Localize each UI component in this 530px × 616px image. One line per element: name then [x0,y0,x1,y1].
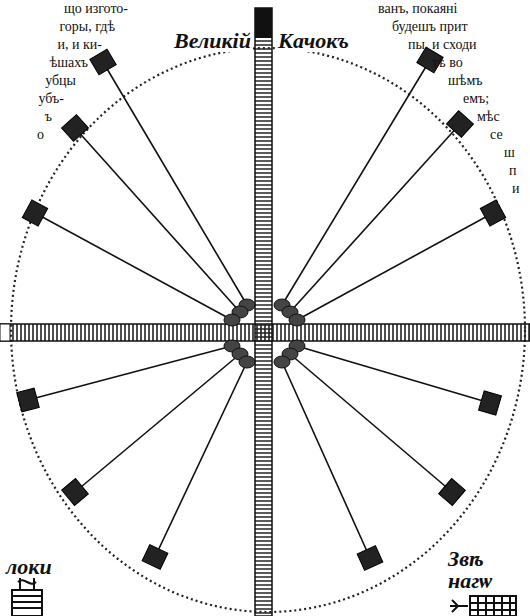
swing-seat [142,545,168,570]
text-fragment: тѣ во [432,56,463,70]
spoke-rope [290,124,460,312]
text-fragment: се [490,128,503,142]
spoke-rope [297,346,490,403]
caption-word: Звѣ нагѡ [446,548,520,592]
text-fragment: о [37,128,44,142]
hub-knot [239,356,255,368]
swing-seat [479,391,502,415]
vertical-beam [255,8,272,616]
hub-knot [274,356,290,368]
text-fragment: ванъ, покаяні [378,2,458,16]
hub-knot [289,314,305,326]
spoke-rope [75,128,240,312]
swing-seat [357,546,383,571]
text-fragment: будешъ прит [392,20,468,34]
swing-seat [17,388,40,412]
title-word: Качокъ [276,30,351,52]
small-figure-right [450,596,516,616]
spoke-rope [35,213,232,320]
swing-seat [480,200,505,226]
text-fragment: емъ; [463,92,489,106]
text-fragment: мѣс [477,110,500,124]
caption-word: локи [4,556,54,578]
text-fragment: п [509,164,517,178]
text-fragment: и [512,182,520,196]
title-word: Великій [172,30,253,52]
spoke-rope [155,362,247,557]
text-fragment: убъ- [39,92,65,106]
beam-end [0,324,10,341]
swing-seat [447,111,474,138]
text-fragment: ш [504,146,515,160]
spoke-rope [297,213,493,320]
text-fragment: горы, гдѣ [59,20,115,34]
swing-seat [439,479,466,506]
text-fragment: убцы [45,74,76,88]
text-fragment: ъ [45,110,52,124]
hub-knot [224,314,240,326]
swing-seat [22,200,47,226]
spoke-rope [290,354,452,492]
swing-seat [62,479,89,506]
text-fragment: що изгото- [64,2,128,16]
beam-end [255,8,272,38]
text-fragment: шѣмъ [448,74,482,88]
small-figure-left [12,578,42,616]
hub-seats [224,299,305,368]
text-fragment: ѣшахъ [50,56,88,70]
spoke-rope [282,362,370,558]
text-fragment: и, и ки- [58,38,102,52]
swing-seat [62,115,89,142]
spoke-rope [75,354,240,492]
swing-seat [90,49,116,75]
spoke-rope [28,346,232,400]
text-fragment: пы, и сходи [408,38,477,52]
